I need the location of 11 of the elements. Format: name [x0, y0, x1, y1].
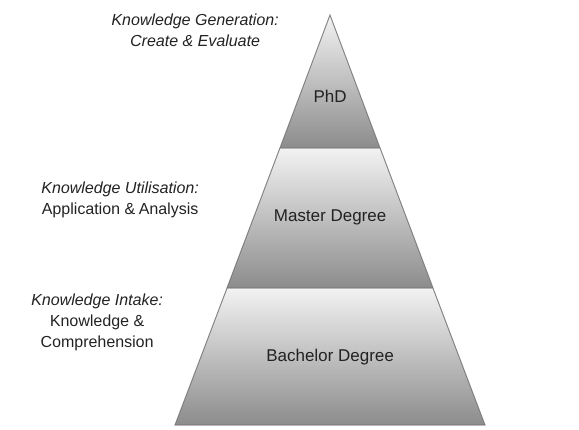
level-heading: Knowledge Generation: — [110, 11, 280, 31]
tier-label: Bachelor Degree — [265, 346, 395, 366]
tier-label: Master Degree — [272, 206, 388, 226]
pyramid-tier — [280, 15, 380, 148]
level-heading: Knowledge Intake: — [30, 291, 164, 311]
level-description: Knowledge & Comprehension — [40, 312, 154, 353]
tier-label: PhD — [312, 87, 348, 107]
level-description: Create & Evaluate — [129, 32, 261, 52]
level-description: Application & Analysis — [40, 200, 200, 220]
pyramid-tier — [175, 288, 485, 425]
level-heading: Knowledge Utilisation: — [40, 179, 200, 199]
